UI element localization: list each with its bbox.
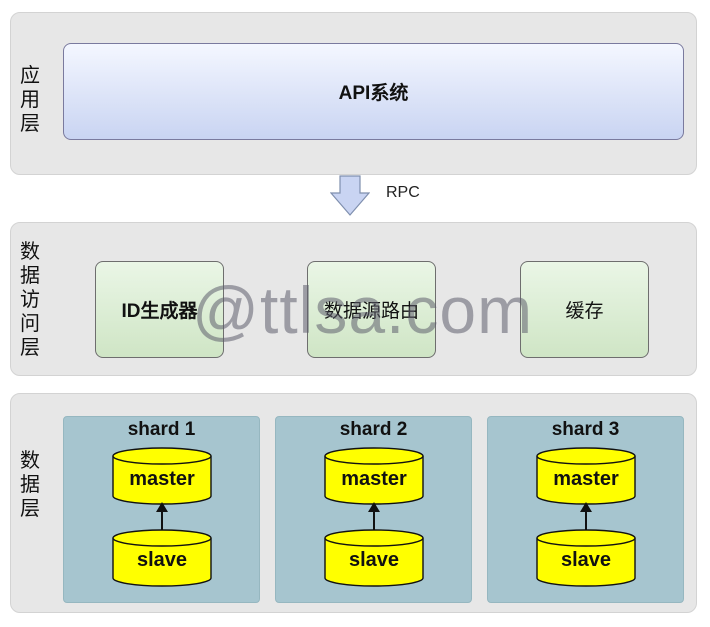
master-db-cylinder: master bbox=[536, 447, 636, 505]
id-generator-box: ID生成器 bbox=[95, 261, 224, 358]
replication-arrow-icon bbox=[580, 502, 592, 530]
slave-label: slave bbox=[560, 549, 612, 571]
master-db-cylinder: master bbox=[112, 447, 212, 505]
shard-title: shard 1 bbox=[127, 419, 196, 440]
cache-box: 缓存 bbox=[520, 261, 649, 358]
replication-arrow-icon bbox=[156, 502, 168, 530]
data-access-layer-label: 数 据 访 问 层 bbox=[19, 240, 41, 360]
slave-db-cylinder: slave bbox=[112, 529, 212, 587]
slave-label: slave bbox=[348, 549, 400, 571]
replication-arrow-icon bbox=[368, 502, 380, 530]
master-label: master bbox=[553, 468, 619, 490]
application-layer-label: 应 用 层 bbox=[19, 64, 41, 136]
data-access-layer: 数 据 访 问 层 ID生成器 数据源路由 缓存 bbox=[10, 222, 697, 376]
api-system-box: API系统 bbox=[63, 43, 684, 140]
label-char: 据 bbox=[20, 265, 40, 287]
label-char: 问 bbox=[20, 313, 40, 335]
label-char: 层 bbox=[20, 337, 40, 359]
rpc-label: RPC bbox=[386, 184, 420, 201]
slave-db-cylinder: slave bbox=[324, 529, 424, 587]
master-label: master bbox=[341, 468, 407, 490]
label-char: 访 bbox=[20, 289, 40, 311]
master-label: master bbox=[129, 468, 195, 490]
label-char: 用 bbox=[20, 89, 40, 111]
shard-title: shard 2 bbox=[339, 419, 408, 440]
label-char: 层 bbox=[20, 113, 40, 135]
datasource-router-box: 数据源路由 bbox=[307, 261, 436, 358]
shard-2-panel: shard 2 master slave bbox=[275, 416, 472, 603]
label-char: 据 bbox=[20, 474, 40, 496]
label-char: 应 bbox=[20, 65, 40, 87]
label-char: 层 bbox=[20, 498, 40, 520]
master-db-cylinder: master bbox=[324, 447, 424, 505]
slave-label: slave bbox=[136, 549, 188, 571]
label-char: 数 bbox=[20, 450, 40, 472]
data-layer-label: 数 据 层 bbox=[19, 449, 41, 521]
shard-title: shard 3 bbox=[551, 419, 620, 440]
data-layer: 数 据 层 shard 1 master slave shard 2 maste… bbox=[10, 393, 697, 613]
down-arrow-icon bbox=[330, 175, 370, 216]
shard-1-panel: shard 1 master slave bbox=[63, 416, 260, 603]
shard-3-panel: shard 3 master slave bbox=[487, 416, 684, 603]
application-layer: 应 用 层 API系统 bbox=[10, 12, 697, 175]
label-char: 数 bbox=[20, 241, 40, 263]
slave-db-cylinder: slave bbox=[536, 529, 636, 587]
